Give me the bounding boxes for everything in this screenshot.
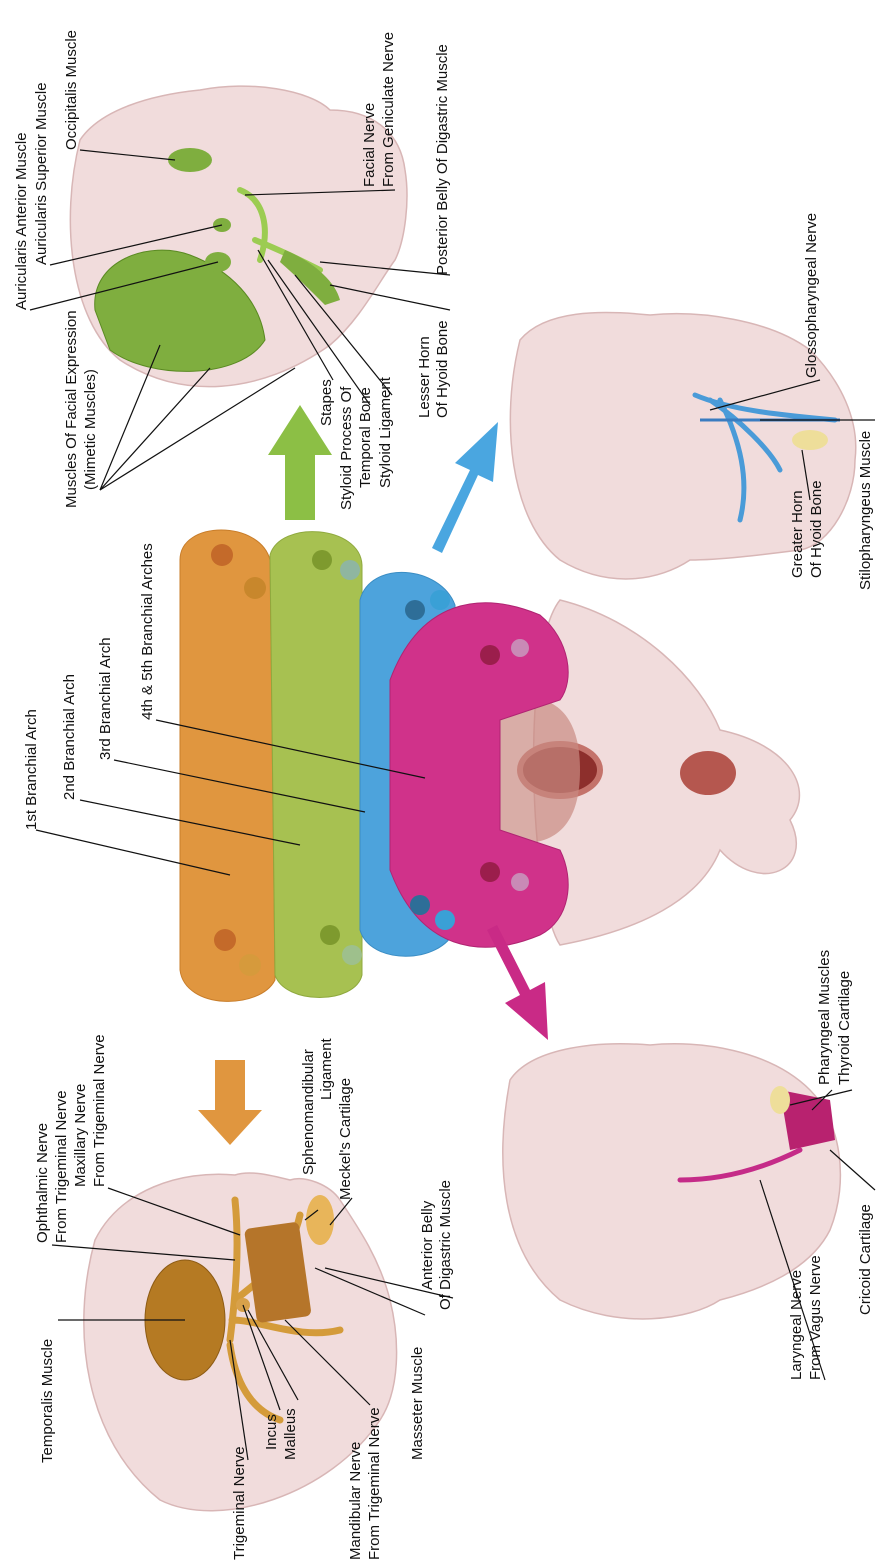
label-incus: Incus <box>263 1414 280 1450</box>
label-arch1: 1st Branchial Arch <box>23 709 40 830</box>
arch-2 <box>270 532 362 998</box>
pouch <box>430 590 450 610</box>
label-stapes: Stapes <box>318 379 335 426</box>
pouch <box>511 639 529 657</box>
label-anterior-2: Of Digastric Muscle <box>437 1180 454 1310</box>
label-greater-2: Of Hyoid Bone <box>808 480 825 578</box>
pouch <box>320 925 340 945</box>
arrow-arch1 <box>198 1060 262 1145</box>
label-auric-ant: Auricularis Anterior Muscle <box>13 132 30 310</box>
label-laryngeal-1: Laryngeal Nerve <box>788 1270 805 1380</box>
label-spheno-2: Ligament <box>318 1037 335 1100</box>
label-occipitalis: Occipitalis Muscle <box>63 30 80 150</box>
label-pharyngeal: Pharyngeal Muscles <box>816 950 833 1085</box>
leader-mimetic-2 <box>100 368 210 490</box>
label-ophthalmic-1: Ophthalmic Nerve <box>34 1123 51 1243</box>
label-styloid-proc-2: Temporal Bone <box>357 387 374 488</box>
label-arch2: 2nd Branchial Arch <box>61 674 78 800</box>
label-trigeminal: Trigeminal Nerve <box>231 1446 248 1560</box>
label-mandibular-1: Mandibular Nerve <box>347 1442 364 1560</box>
label-styloid-lig: Styloid Ligament <box>377 376 394 488</box>
oral-cavity <box>495 697 580 844</box>
label-lesser-2: Of Hyoid Bone <box>434 320 451 418</box>
label-mimetic-1: Muscles Of Facial Expression <box>63 310 80 508</box>
label-stylo: Stilopharyngeus Muscle <box>857 431 874 590</box>
label-lesser-1: Lesser Horn <box>416 336 433 418</box>
pouch <box>511 873 529 891</box>
pouch <box>211 544 233 566</box>
label-arch3: 3rd Branchial Arch <box>97 637 114 760</box>
label-glosso: Glossopharyngeal Nerve <box>803 213 820 378</box>
label-meckel: Meckel's Cartilage <box>337 1078 354 1200</box>
pouch <box>340 560 360 580</box>
label-mimetic-2: (Mimetic Muscles) <box>82 369 99 490</box>
pouch <box>214 929 236 951</box>
greater-horn-hyoid <box>792 430 828 450</box>
thyroid-cartilage <box>770 1086 790 1114</box>
label-styloid-proc-1: Styloid Process Of <box>338 386 355 510</box>
pouch <box>244 577 266 599</box>
label-temporalis: Temporalis Muscle <box>39 1339 56 1463</box>
label-thyroid: Thyroid Cartilage <box>836 971 853 1085</box>
label-spheno-1: Sphenomandibular <box>300 1049 317 1175</box>
pouch <box>312 550 332 570</box>
pouch <box>480 645 500 665</box>
label-anterior-1: Anterior Belly <box>419 1200 436 1290</box>
panel-arch2-head <box>70 86 407 387</box>
label-facial-2: From Geniculate Nerve <box>380 32 397 187</box>
label-greater-1: Greater Horn <box>789 490 806 578</box>
label-maxillary-1: Maxillary Nerve <box>72 1084 89 1187</box>
label-maxillary-2: From Trigeminal Nerve <box>91 1034 108 1187</box>
arrow-arch3 <box>432 422 498 553</box>
label-masseter: Masseter Muscle <box>409 1347 426 1460</box>
label-cricoid: Cricoid Cartilage <box>857 1204 874 1315</box>
pouch <box>410 895 430 915</box>
pouch <box>480 862 500 882</box>
nasal-pit <box>680 751 736 795</box>
label-malleus: Malleus <box>282 1408 299 1460</box>
pouch <box>435 910 455 930</box>
pouch <box>405 600 425 620</box>
pouch <box>342 945 362 965</box>
label-mandibular-2: From Trigeminal Nerve <box>366 1407 383 1560</box>
label-ophthalmic-2: From Trigeminal Nerve <box>53 1090 70 1243</box>
label-laryngeal-2: From Vagus Nerve <box>807 1255 824 1380</box>
meckels-cartilage <box>306 1195 334 1245</box>
label-facial-1: Facial Nerve <box>361 103 378 187</box>
label-auric-sup: Auricularis Superior Muscle <box>33 82 50 265</box>
label-posterior: Posterior Belly Of Digastric Muscle <box>434 44 451 275</box>
pouch <box>239 954 261 976</box>
label-arch45: 4th & 5th Branchial Arches <box>139 543 156 720</box>
